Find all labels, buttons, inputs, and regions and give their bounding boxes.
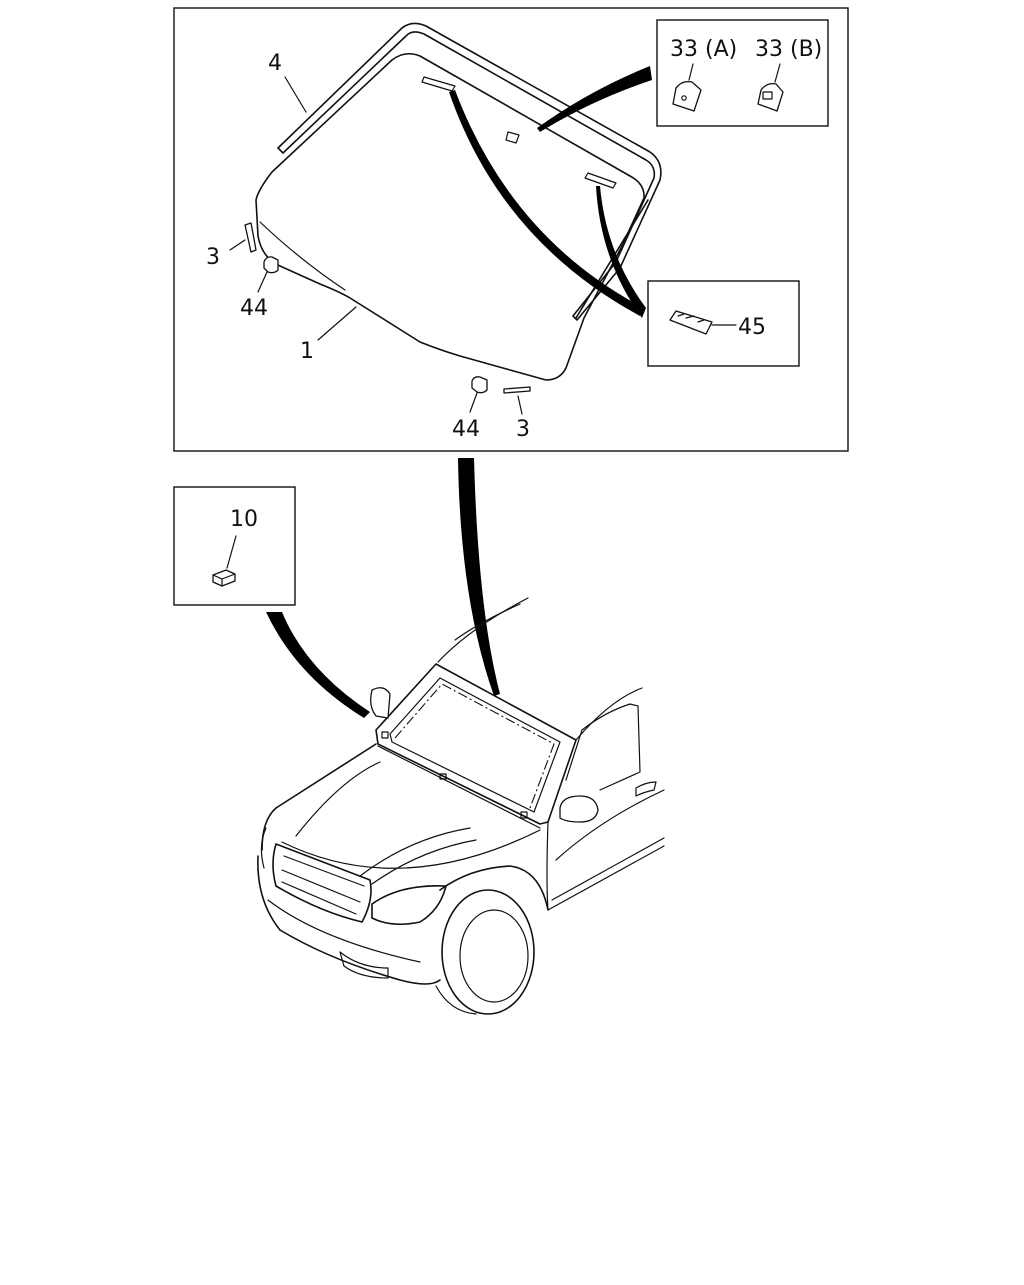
vehicle-grille [272,843,372,923]
spacer-clip-icon [503,386,531,394]
vehicle-hood-crease-right [359,827,471,877]
vehicle-side-mirror-right [559,795,599,823]
vehicle-headlight-left [260,827,267,869]
vehicle-door-handle [635,781,657,797]
leader-3-left [229,239,246,251]
vehicle-hood-crease-right-2 [371,839,477,885]
rain-sensor-edges [212,573,236,587]
pointer-arrow-vehicle [458,458,500,696]
leader-10 [226,535,237,569]
pointer-arrow-33 [537,66,652,132]
vehicle-windshield-glass [389,677,561,813]
label-sticker-print [677,313,705,323]
label-3-left: 3 [206,245,220,270]
vehicle-hood-front-edge [281,829,541,869]
vehicle-bumper-line [267,899,421,963]
leader-1 [317,306,357,341]
glass-lower-edge [259,221,346,291]
vehicle-fog-lamp [339,951,389,979]
vehicle-tire-contact [435,985,477,1015]
glass-stopper-icon [263,256,279,274]
windshield-glass-icon [255,52,645,381]
label-3-bottom: 3 [516,417,530,442]
vehicle-front-tire [441,889,535,1015]
leader-3-bottom [517,395,523,415]
vehicle-side-mirror-left [370,687,391,719]
vehicle-windshield-dashline [394,683,555,809]
label-44-left: 44 [240,296,268,321]
pointer-arrow-45-b [596,186,646,318]
leader-33a [688,63,694,81]
glass-sticker-right [584,172,617,189]
vehicle-windshield-frame [375,663,577,825]
vehicle-mirror-base [381,731,389,739]
leader-4 [284,76,307,113]
label-44-bottom: 44 [452,417,480,442]
mirror-base-b-pad [762,91,773,100]
leader-44-bottom [469,392,478,413]
label-45: 45 [738,315,766,340]
vehicle-hood-left-edge [261,743,377,851]
vehicle-hood-crease-left [295,761,381,837]
leader-33b [774,63,781,83]
vehicle-grille-bars [281,855,365,915]
vehicle-lower-clip [520,811,528,819]
callout-box-10 [173,486,296,606]
mirror-base-a-hole [681,95,687,101]
windshield-molding-icon [277,22,662,321]
vehicle-bumper [257,855,441,985]
label-10: 10 [230,507,258,532]
pointer-arrow-10 [266,612,370,718]
vehicle-belt-line [555,789,665,861]
spacer-clip-icon [244,222,257,253]
vehicle-door-lower [546,821,665,911]
part-10-panel: 10 [173,486,296,606]
windshield-panel: 4 1 3 44 44 3 33 (A) 33 (B) [173,7,849,452]
vehicle-roof-line [437,597,529,663]
glass-stopper-icon [471,376,488,394]
label-33a: 33 (A) [670,37,737,62]
label-33b: 33 (B) [755,37,822,62]
vehicle-door-top [575,687,643,741]
mirror-base-b-icon [757,82,784,112]
mirror-base-a-icon [672,80,702,112]
leader-44-left [257,271,268,293]
vehicle-front-view-icon [257,597,665,1015]
vehicle-roof-line-2 [454,603,521,641]
mirror-mount-square [505,131,520,144]
vehicle-cowl-line [377,745,541,829]
vehicle-sill-line [551,837,665,901]
label-1: 1 [300,339,314,364]
vehicle-door-window [565,703,641,791]
callout-box-33 [656,19,829,127]
vehicle-fender-arch [439,865,549,911]
vehicle-headlight-right [371,885,447,926]
label-sticker-icon [669,310,713,335]
label-4: 4 [268,51,282,76]
vehicle-wheel-rim [459,909,529,1003]
callout-box-45 [647,280,800,367]
